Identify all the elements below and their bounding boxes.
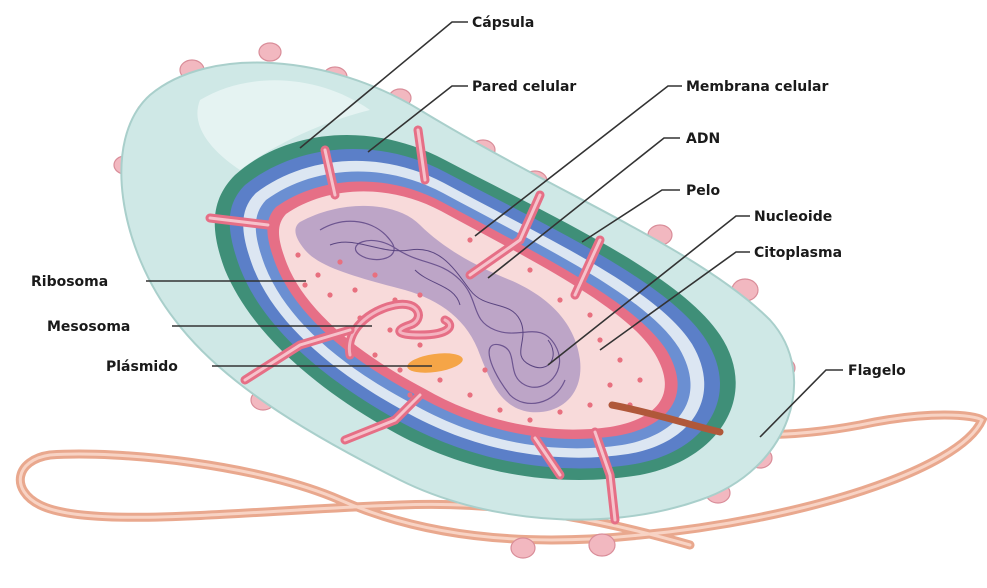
label-nucleoide: Nucleoide xyxy=(754,209,832,225)
label-ribosoma: Ribosoma xyxy=(31,274,108,290)
label-membrana-celular: Membrana celular xyxy=(686,79,828,95)
label-adn: ADN xyxy=(686,131,720,147)
label-flagelo: Flagelo xyxy=(848,363,906,379)
label-citoplasma: Citoplasma xyxy=(754,245,842,261)
label-capsula: Cápsula xyxy=(472,15,534,31)
label-mesosoma: Mesosoma xyxy=(47,319,130,335)
label-pelo: Pelo xyxy=(686,183,721,199)
label-plasmido: Plásmido xyxy=(106,359,178,375)
label-pared-celular: Pared celular xyxy=(472,79,576,95)
